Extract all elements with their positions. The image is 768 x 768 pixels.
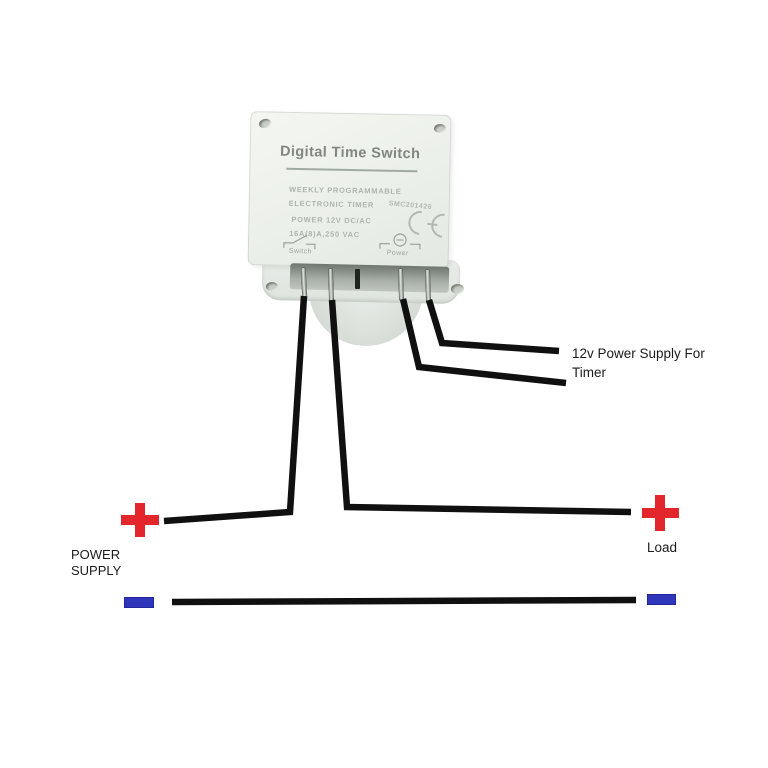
power-supply-label-line1: POWER [71, 547, 121, 562]
plus-vertical-bar [135, 503, 145, 537]
timer-device-face: Digital Time Switch WEEKLY PROGRAMMABLE … [247, 111, 452, 269]
wire-pin2-to-load-positive [328, 299, 632, 516]
wire-pin4-to-timer-supply [399, 298, 567, 387]
wire-supply-negative-to-load-negative [171, 596, 637, 606]
switch-symbol-icon [283, 234, 316, 250]
ce-mark-icon [408, 211, 445, 238]
screw-hole-top-right [434, 124, 446, 133]
timer-supply-label: 12v Power Supply For Timer [572, 344, 742, 382]
wire-pin1-to-supply-positive [163, 295, 308, 525]
wire-pin5-to-timer-supply [425, 299, 560, 355]
plus-vertical-bar [655, 495, 665, 531]
load-label: Load [647, 540, 678, 555]
power-supply-label: POWER SUPPLY [71, 547, 121, 579]
load-positive-icon [642, 495, 679, 531]
power-supply-positive-icon [121, 503, 159, 537]
load-negative-icon [647, 594, 676, 605]
screw-hole-bottom-left [266, 282, 278, 291]
timer-supply-label-line1: 12v Power Supply For [572, 346, 705, 361]
power-supply-negative-icon [124, 597, 154, 608]
power-symbol-icon [379, 233, 421, 250]
timer-supply-label-line2: Timer [572, 365, 606, 380]
terminal-pin-3 [355, 269, 360, 289]
power-supply-label-line2: SUPPLY [71, 563, 122, 578]
screw-hole-bottom-right [451, 284, 464, 294]
